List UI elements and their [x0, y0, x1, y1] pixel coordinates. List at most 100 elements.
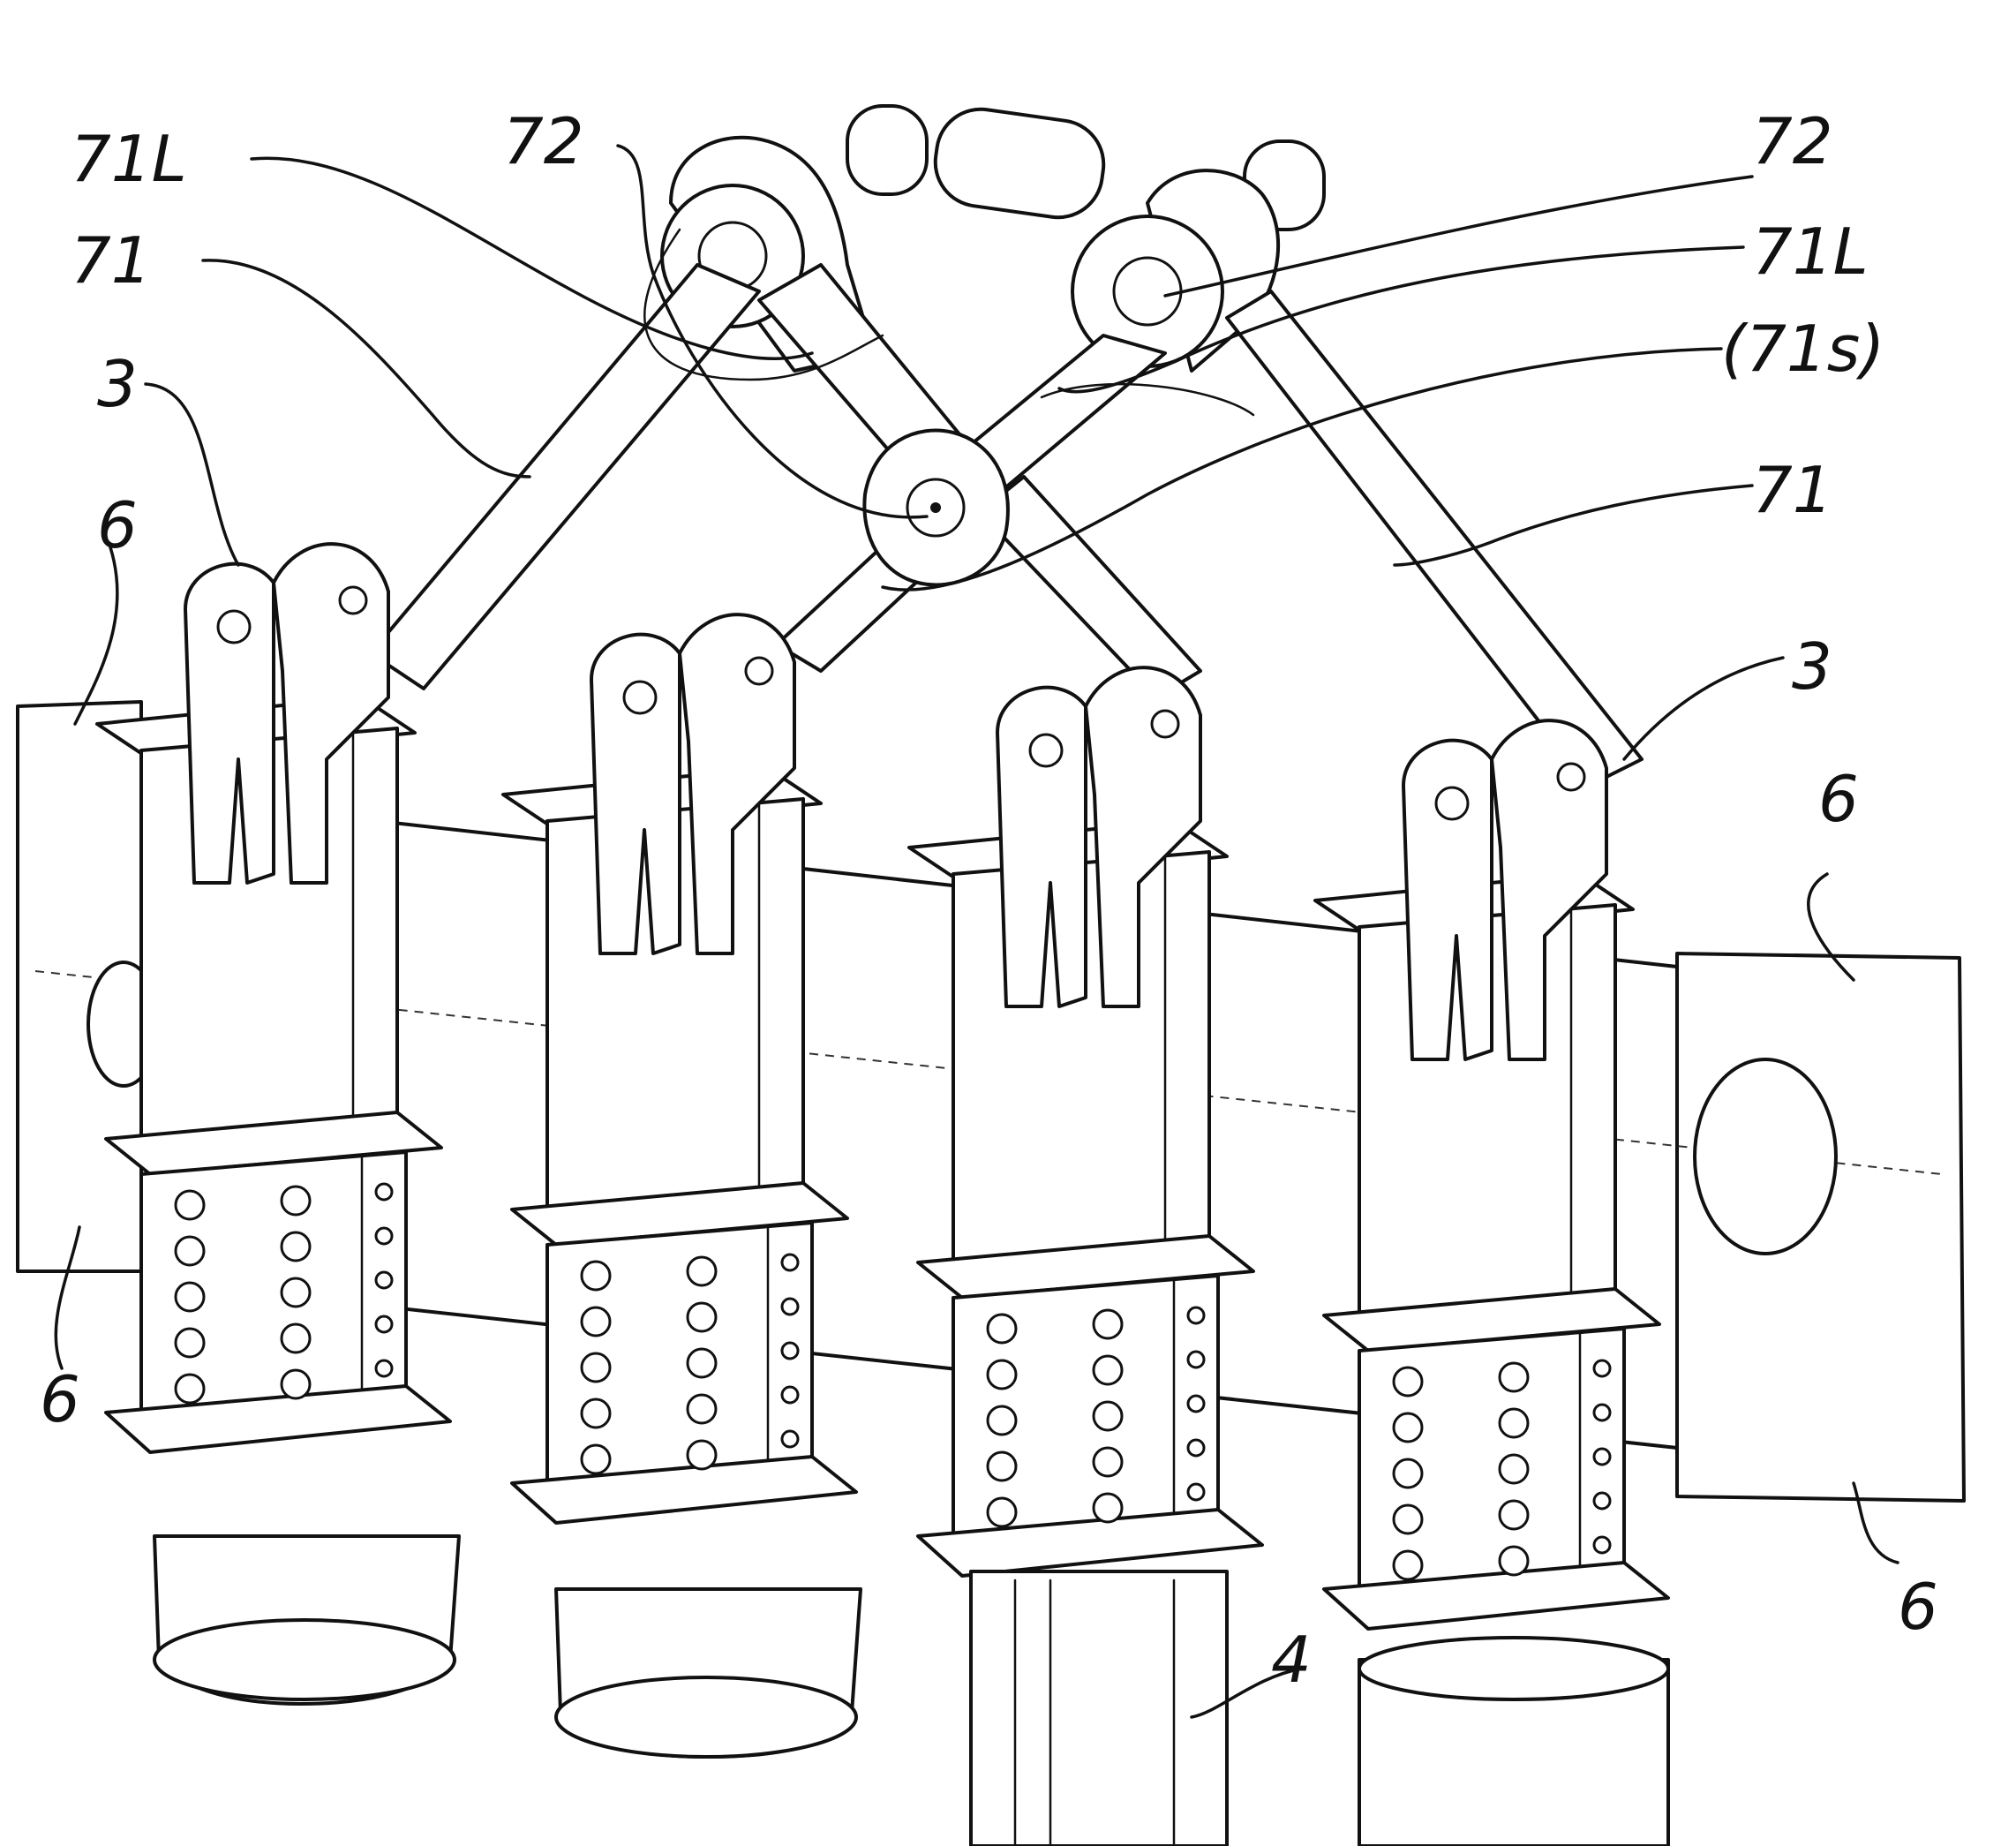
module-2-hole-a2 [582, 1353, 610, 1382]
module-3-hole-a4 [988, 1498, 1016, 1526]
module-1-hole-c2 [376, 1272, 392, 1288]
module-1-lug-pin-left [218, 611, 250, 643]
label-71-right: 71 [1752, 453, 1833, 527]
top-pin-collar-left [847, 106, 927, 194]
label-71L-right: 71L [1752, 215, 1869, 289]
module-4 [1315, 720, 1668, 1629]
module-1-hole-b2 [282, 1278, 310, 1307]
label-72-left: 72 [503, 104, 584, 178]
label-71s-right: (71s) [1721, 312, 1884, 386]
module-4-hole-c2 [1594, 1449, 1610, 1465]
module-1-hole-c4 [376, 1360, 392, 1376]
rotary-head-2-base [556, 1677, 856, 1757]
module-1 [97, 544, 450, 1452]
label-3-left: 3 [97, 347, 138, 421]
module-4-hole-b0 [1500, 1363, 1528, 1391]
module-1-hole-a3 [176, 1329, 204, 1357]
beam-opening-right [1695, 1059, 1836, 1254]
module-2-hole-b3 [688, 1395, 716, 1423]
module-2-hole-b2 [688, 1349, 716, 1377]
module-4-hole-c0 [1594, 1360, 1610, 1376]
module-3-hole-c3 [1188, 1440, 1204, 1456]
module-3-hole-c0 [1188, 1307, 1204, 1323]
module-3-hole-b2 [1094, 1402, 1122, 1430]
module-3-hole-b3 [1094, 1448, 1122, 1476]
label-71-left: 71 [71, 223, 152, 298]
module-2-hole-c3 [782, 1387, 798, 1403]
rotary-head-1-base [154, 1620, 455, 1699]
module-4-lug-pin-right [1558, 764, 1584, 790]
module-1-hole-b0 [282, 1187, 310, 1215]
tube-module-4-top [1359, 1638, 1668, 1699]
label-6-top-left: 6 [97, 488, 138, 562]
module-2-lug-pin-left [624, 682, 656, 713]
label-71L-left: 71L [71, 122, 187, 196]
module-1-hole-a0 [176, 1191, 204, 1219]
module-3-hole-a1 [988, 1360, 1016, 1389]
module-2-hole-b1 [688, 1303, 716, 1331]
module-2-hole-c1 [782, 1299, 798, 1315]
module-4-hole-c3 [1594, 1493, 1610, 1509]
module-3-hole-c1 [1188, 1352, 1204, 1368]
module-1-hole-c0 [376, 1184, 392, 1200]
module-2 [503, 614, 856, 1523]
module-2-hole-b4 [688, 1441, 716, 1469]
module-2-hole-a0 [582, 1262, 610, 1290]
module-1-lug-pin-right [340, 587, 366, 614]
module-1-hole-c3 [376, 1316, 392, 1332]
linkage-assembly [371, 103, 1642, 786]
module-3-hole-a0 [988, 1315, 1016, 1343]
leader-6-top-left [75, 547, 117, 724]
module-4-hole-b2 [1500, 1455, 1528, 1483]
module-4-hole-a2 [1394, 1459, 1422, 1488]
label-6-bottom-left: 6 [40, 1362, 80, 1436]
label-72-right: 72 [1752, 104, 1833, 178]
leader-3-left [146, 384, 238, 565]
top-pin-shaft [929, 103, 1109, 222]
module-4-hole-c1 [1594, 1405, 1610, 1420]
module-3 [909, 667, 1262, 1576]
module-3-lug-pin-right [1152, 711, 1178, 737]
label-6-top-right: 6 [1818, 762, 1859, 836]
module-3-hole-c2 [1188, 1396, 1204, 1412]
tube-4 [971, 1571, 1227, 1846]
module-2-hole-a4 [582, 1445, 610, 1473]
link-71-right [1227, 291, 1642, 786]
module-3-hole-b0 [1094, 1310, 1122, 1338]
module-2-hole-c4 [782, 1431, 798, 1447]
link-71s-right [980, 477, 1200, 697]
label-3-right: 3 [1792, 629, 1832, 704]
module-3-hole-a2 [988, 1406, 1016, 1435]
module-4-hole-a0 [1394, 1368, 1422, 1396]
module-1-hole-c1 [376, 1228, 392, 1244]
module-2-hole-a3 [582, 1399, 610, 1428]
module-3-lug-pin-left [1030, 735, 1062, 766]
label-6-bottom-right: 6 [1898, 1570, 1938, 1644]
module-3-hole-a3 [988, 1452, 1016, 1481]
link-71-left [371, 265, 759, 689]
module-2-hole-b0 [688, 1257, 716, 1285]
module-3-hole-b1 [1094, 1356, 1122, 1384]
module-4-hole-a3 [1394, 1505, 1422, 1533]
module-1-hole-a4 [176, 1375, 204, 1403]
module-1-hole-a1 [176, 1237, 204, 1265]
label-4: 4 [1271, 1623, 1312, 1697]
module-4-lug-pin-left [1436, 787, 1468, 819]
module-2-lug-pin-right [746, 658, 772, 684]
pin-72-right [1114, 258, 1181, 325]
module-2-hole-c0 [782, 1255, 798, 1270]
module-1-hole-b3 [282, 1324, 310, 1352]
module-4-hole-b4 [1500, 1547, 1528, 1575]
module-4-hole-b1 [1500, 1409, 1528, 1437]
module-4-hole-a4 [1394, 1551, 1422, 1579]
module-4-hole-b3 [1500, 1501, 1528, 1529]
central-pin-center [930, 502, 941, 513]
module-2-hole-a1 [582, 1307, 610, 1336]
module-3-hole-b4 [1094, 1494, 1122, 1522]
module-4-hole-c4 [1594, 1537, 1610, 1553]
module-2-hole-c2 [782, 1343, 798, 1359]
module-1-hole-b1 [282, 1232, 310, 1261]
leader-3-right [1624, 658, 1783, 759]
